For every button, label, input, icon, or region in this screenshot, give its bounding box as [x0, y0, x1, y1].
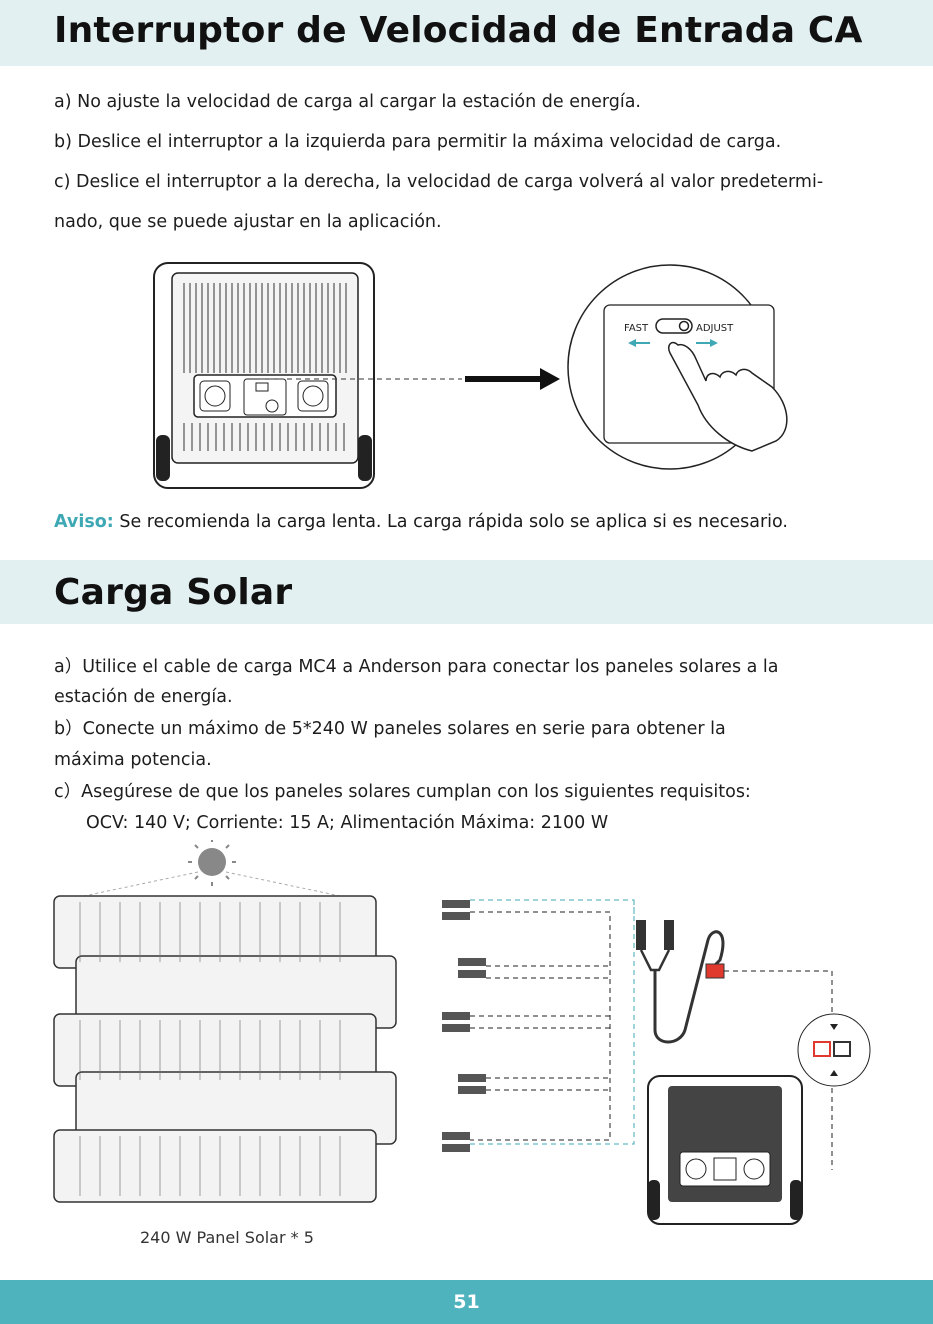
- arrow-right-blue-icon: [696, 339, 718, 347]
- solar-item-c-req: OCV: 140 V; Corriente: 15 A; Alimentació…: [86, 813, 609, 833]
- section-title-ac: Interruptor de Velocidad de Entrada CA: [54, 10, 863, 51]
- solar-item-a: a）Utilice el cable de carga MC4 a Anders…: [54, 657, 779, 677]
- page-number: 51: [453, 1291, 480, 1313]
- solar-panels-icon: [53, 895, 397, 1203]
- section-header-solar: Carga Solar: [0, 560, 933, 624]
- finger-hand-icon: [667, 341, 788, 452]
- ac-item-c: c) Deslice el interruptor a la derecha, …: [54, 172, 824, 192]
- ac-switch-illustration: FAST ADJUST: [153, 262, 788, 489]
- page-footer: 51: [0, 1280, 933, 1324]
- ac-item-b: b) Deslice el interruptor a la izquierda…: [54, 132, 782, 152]
- mc4-anderson-cable-icon: [636, 920, 725, 1044]
- notice-label: Aviso:: [54, 512, 114, 532]
- switch-adjust-label: ADJUST: [696, 323, 734, 334]
- section-header-ac: Interruptor de Velocidad de Entrada CA: [0, 0, 933, 66]
- notice-text: Se recomienda la carga lenta. La carga r…: [119, 512, 788, 532]
- ac-item-c-cont: nado, que se puede ajustar en la aplicac…: [54, 212, 442, 232]
- solar-item-c: c）Asegúrese de que los paneles solares c…: [54, 782, 751, 802]
- switch-fast-label: FAST: [624, 323, 649, 334]
- panel-caption: 240 W Panel Solar * 5: [140, 1228, 314, 1247]
- switch-zoom-view: FAST ADJUST: [567, 264, 788, 470]
- section-title-solar: Carga Solar: [54, 572, 293, 613]
- mc4-connectors-icon: [442, 900, 486, 1152]
- solar-wiring-illustration: [53, 840, 871, 1225]
- arrow-left-icon: [628, 339, 650, 347]
- solar-item-a-cont: estación de energía.: [54, 687, 233, 707]
- switch-knob-icon: [678, 320, 690, 332]
- solar-item-b-cont: máxima potencia.: [54, 750, 212, 770]
- solar-item-b: b）Conecte un máximo de 5*240 W paneles s…: [54, 719, 726, 739]
- anderson-port-icon: [797, 1013, 871, 1087]
- ac-item-a: a) No ajuste la velocidad de carga al ca…: [54, 92, 641, 112]
- power-station-front-icon: [153, 262, 375, 489]
- arrow-right-icon: [540, 368, 560, 390]
- sun-icon: [83, 840, 341, 897]
- power-station-icon: [647, 1075, 803, 1225]
- notice: Aviso: Se recomienda la carga lenta. La …: [54, 512, 788, 532]
